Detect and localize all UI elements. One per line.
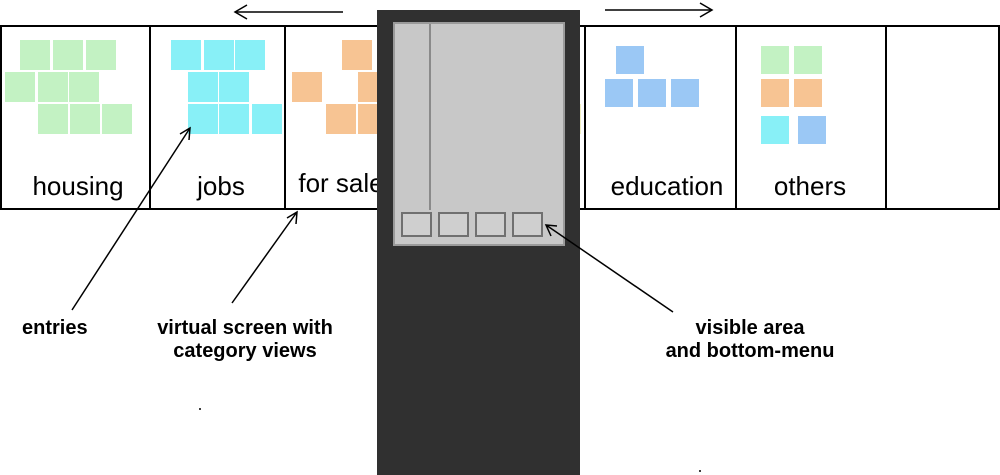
note-virtual-screen-line2: category views [173, 340, 317, 362]
entry [794, 79, 822, 107]
note-entries: entries [22, 317, 88, 340]
category-view-others [735, 25, 886, 210]
entry [70, 104, 100, 134]
note-visible-area: visible area and bottom-menu [650, 317, 850, 363]
category-label-housing: housing [32, 171, 124, 201]
scroll-left-arrowhead [233, 4, 248, 20]
entry [671, 79, 699, 107]
bottom-menu-button[interactable] [401, 212, 432, 237]
entry [292, 72, 322, 102]
visible-area [393, 22, 565, 246]
entry [204, 40, 234, 70]
scroll-right-arrowhead [699, 2, 714, 18]
visible-area-pointer [545, 224, 674, 313]
entries-pointer [71, 127, 191, 311]
note-entries-text: entries [22, 317, 88, 339]
note-virtual-screen-line1: virtual screen with [157, 317, 333, 339]
entry [605, 79, 633, 107]
entry [761, 46, 789, 74]
entry [102, 104, 132, 134]
entry [20, 40, 50, 70]
category-label-for-sale: for sale [298, 168, 384, 198]
visible-area-pointer-head [544, 224, 558, 237]
visible-area-divider [429, 24, 431, 210]
entry [38, 104, 68, 134]
entry [188, 104, 218, 134]
category-label-others: others [773, 171, 847, 201]
entry [616, 46, 644, 74]
entry [798, 116, 826, 144]
category-view-for-sale [284, 25, 430, 210]
entry [761, 116, 789, 144]
category-view-jobs [149, 25, 285, 210]
stray-dot [199, 408, 201, 410]
entry [53, 40, 83, 70]
entry [188, 72, 218, 102]
bottom-menu-button[interactable] [512, 212, 543, 237]
bottom-menu-button[interactable] [438, 212, 469, 237]
category-label-education: education [610, 171, 724, 201]
note-virtual-screen: virtual screen with category views [140, 317, 350, 363]
entry [219, 104, 249, 134]
category-view-empty [885, 25, 1000, 210]
entry [235, 40, 265, 70]
entry [794, 46, 822, 74]
category-label-jobs: jobs [197, 171, 245, 201]
entry [171, 40, 201, 70]
note-visible-area-line1: visible area [695, 317, 805, 339]
entry [38, 72, 68, 102]
entry [342, 40, 372, 70]
entry [638, 79, 666, 107]
virtual-screen-pointer-head [286, 210, 298, 225]
note-visible-area-line2: and bottom-menu [665, 340, 835, 362]
bottom-menu-button[interactable] [475, 212, 506, 237]
entry [252, 104, 282, 134]
entry [86, 40, 116, 70]
entry [326, 104, 356, 134]
virtual-screen-pointer [231, 211, 298, 304]
entry [69, 72, 99, 102]
entry [219, 72, 249, 102]
category-view-education [584, 25, 736, 210]
entry [761, 79, 789, 107]
entry [5, 72, 35, 102]
entries-pointer-head [179, 126, 191, 141]
stray-dot [699, 470, 701, 472]
